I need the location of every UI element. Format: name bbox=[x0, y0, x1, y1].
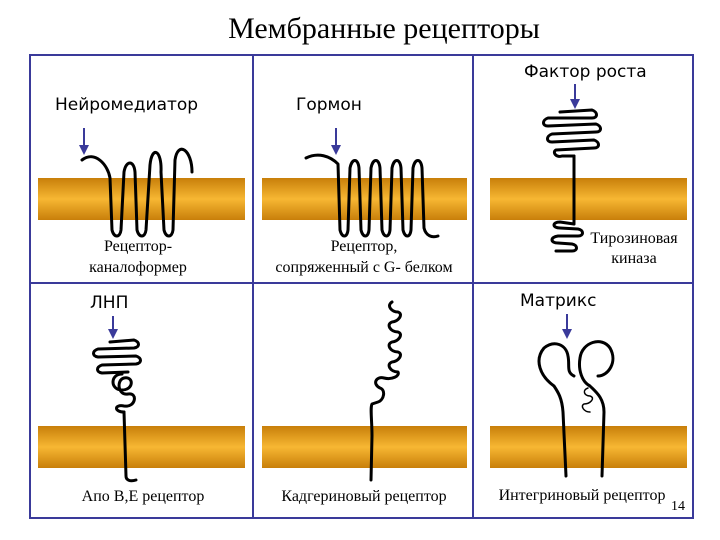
caption-line-2: каналоформер bbox=[89, 259, 187, 276]
caption-line-1: Рецептор, bbox=[331, 238, 398, 255]
caption-line-1: Рецептор- bbox=[104, 238, 172, 255]
membrane-band bbox=[262, 426, 467, 468]
panel-cadherin: Кадгериновый рецептор bbox=[281, 300, 447, 505]
page-title: Мембранные рецепторы bbox=[228, 12, 540, 45]
panel-integrin: Матрикс Интегриновый рецептор bbox=[499, 291, 666, 504]
apo-receptor-head bbox=[92, 338, 142, 375]
integrin-beta-chain bbox=[578, 340, 615, 478]
integrin-alpha-chain bbox=[537, 342, 576, 478]
ligand-label-hormone: Гормон bbox=[296, 95, 362, 115]
membrane-band bbox=[262, 178, 467, 220]
grid-frame bbox=[29, 54, 694, 519]
caption: Кадгериновый рецептор bbox=[281, 488, 446, 505]
caption-line-1: Тирозиновая bbox=[590, 230, 678, 247]
gpcr-chain bbox=[304, 153, 440, 239]
kinase-intracellular-domain bbox=[550, 220, 584, 253]
cadherin-chain bbox=[369, 300, 402, 482]
kinase-extracellular-domain bbox=[542, 108, 602, 158]
caption-line-2: киназа bbox=[611, 250, 656, 267]
panel-channel-receptor: Нейромедиатор Рецептор- каналоформер bbox=[55, 95, 198, 276]
channel-receptor-chain bbox=[80, 147, 194, 238]
ligand-label-ldl: ЛНП bbox=[90, 293, 128, 313]
membrane-band bbox=[38, 178, 245, 220]
caption: Апо В,Е рецептор bbox=[82, 488, 205, 505]
membrane-band bbox=[490, 178, 687, 220]
panel-tyrosine-kinase: Фактор роста Тирозиновая киназа bbox=[524, 62, 678, 267]
page-number: 14 bbox=[671, 499, 685, 514]
membrane-band bbox=[38, 426, 245, 468]
membrane-band bbox=[490, 426, 687, 468]
cell-membranes bbox=[38, 178, 687, 468]
ligand-label-neurotransmitter: Нейромедиатор bbox=[55, 95, 198, 115]
caption-line-2: сопряженный с G- белком bbox=[275, 259, 452, 276]
integrin-cysteine-repeats bbox=[581, 387, 594, 413]
ligand-label-matrix: Матрикс bbox=[520, 291, 596, 311]
panel-apo-receptor: ЛНП Апо В,Е рецептор bbox=[82, 293, 205, 505]
apo-receptor-coil bbox=[111, 372, 136, 414]
apo-receptor-stalk bbox=[122, 410, 138, 483]
caption: Интегриновый рецептор bbox=[499, 487, 666, 504]
ligand-label-growth-factor: Фактор роста bbox=[524, 62, 647, 82]
panel-gpcr: Гормон Рецептор, сопряженный с G- белком bbox=[275, 95, 452, 276]
